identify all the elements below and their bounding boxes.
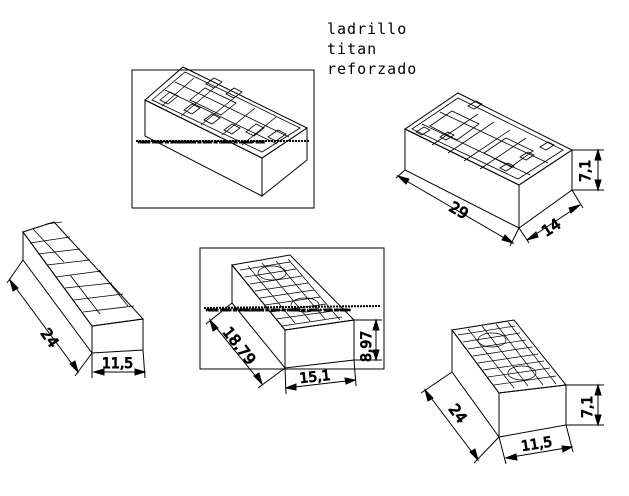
perforated-face-2 xyxy=(457,321,557,389)
dim-width-15-1: 15,1 xyxy=(299,368,332,387)
brick-top-center: FUENTE: NORMAS DE ESTABILIZACION DE MURO… xyxy=(131,66,315,209)
dim-length-18-79: 18,79 xyxy=(219,323,260,368)
brick-left: 24 11,5 xyxy=(6,221,147,379)
brick-hole-pattern-2 xyxy=(411,97,564,180)
frame-top-center xyxy=(131,69,315,209)
tiny-note-mid: FUENTE: NORMAS DE ESTABILIZACION DE MURO… xyxy=(206,308,351,312)
dim-height-7-1-right: 7,1 xyxy=(580,396,596,418)
dim-width-11-5-left: 11,5 xyxy=(102,356,133,372)
brick-center: FUENTE: NORMAS DE ESTABILIZACION DE MURO… xyxy=(199,247,385,395)
title-line-2: titan xyxy=(327,40,378,58)
dim-length-24-right: 24 xyxy=(445,401,471,427)
dim-width-14: 14 xyxy=(538,215,564,240)
dim-height-7-1: 7,1 xyxy=(578,160,594,182)
perforated-face xyxy=(239,258,343,327)
brick-top-right: 29 14 7,1 xyxy=(395,92,604,247)
brick-bottom-right: 24 11,5 7,1 xyxy=(420,319,604,465)
title-line-1: ladrillo xyxy=(327,20,408,38)
brick-hole-pattern xyxy=(151,71,301,153)
dim-height-8-97: 8,97 xyxy=(359,331,375,362)
frame-center xyxy=(199,247,385,370)
dim-length-24-left: 24 xyxy=(37,325,63,351)
tiny-note-top: FUENTE: NORMAS DE ESTABILIZACION DE MURO… xyxy=(138,140,265,144)
dim-width-11-5-right: 11,5 xyxy=(520,434,553,455)
title-line-3: reforzado xyxy=(327,60,418,78)
